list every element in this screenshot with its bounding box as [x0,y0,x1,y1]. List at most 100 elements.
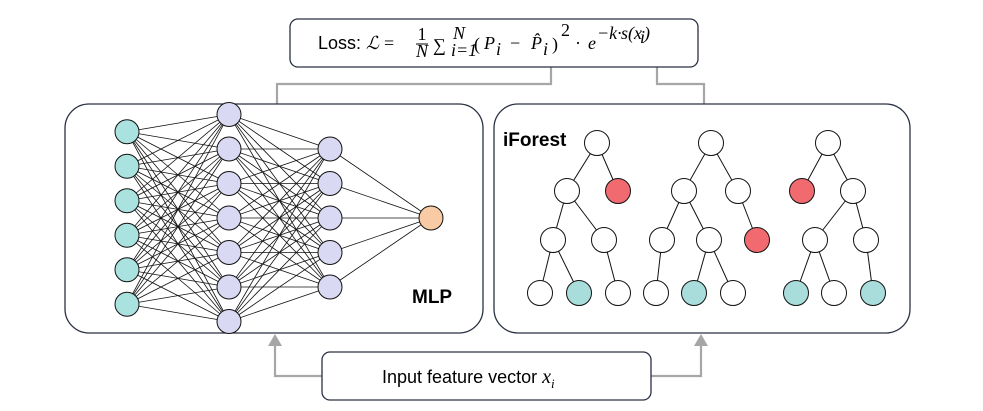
mlp-connection [126,114,230,305]
summation-lower: i=1 [451,40,477,60]
mlp-to-loss-arrow [275,66,553,104]
fraction-numerator: 1 [418,24,427,44]
exponent-score-subscript: i [640,27,645,47]
input-to-mlp-arrowhead [268,334,282,346]
input-text: Input feature vector xi [382,366,555,391]
mlp-panel: MLP [64,102,484,334]
iforest-node [671,178,697,204]
mlp-hidden2-neuron [317,171,343,196]
iforest-node [815,130,841,156]
mlp-connection [126,114,230,270]
mlp-connection [228,114,331,150]
right-paren: ) [552,34,558,55]
iforest-node [720,280,746,306]
loss-formula: Loss:ℒ= [318,33,394,53]
mlp-connection [126,114,230,202]
mlp-label: MLP [412,287,452,308]
mlp-connection [126,114,230,133]
input-to-iforest-arrowhead [694,334,708,346]
input-text-label: Input feature vector [382,367,542,387]
loss-formula-box: Loss:ℒ= 1 N ∑ N i=1 ( P i − P̂ i ) 2 · e… [289,18,699,68]
iforest-node [802,227,828,253]
input-var-subscript: i [551,376,555,391]
iforest-node [591,227,617,253]
mlp-connection [228,217,331,322]
iforest-normal-leaf [860,280,886,306]
iforest-normal-leaf [783,280,809,306]
iforest-anomaly-node [605,178,631,204]
iforest-node [584,130,610,156]
mlp-connection [329,148,432,219]
mlp-input-neuron [114,222,140,248]
mlp-hidden2-neuron [317,274,343,300]
mlp-connection [228,148,331,184]
mlp-hidden1-neuron [216,309,242,334]
iforest-node [821,280,847,306]
iforest-panel: iForest [493,103,911,334]
iforest-label: iForest [503,130,567,151]
dot-operator: · [575,33,581,53]
mlp-input-neuron [114,153,140,179]
p-hat-symbol: P̂ [530,33,542,53]
mlp-connection [329,217,432,253]
mlp-edges [126,114,432,322]
mlp-connection [329,183,432,219]
mlp-hidden1-neuron [216,136,242,162]
mlp-connection [228,148,331,288]
mlp-connection [228,286,331,322]
mlp-connection [126,114,230,236]
exponent-prefix: −k· [597,23,622,43]
iforest-to-loss-arrow [655,66,706,104]
exponent-score: s(x [621,23,642,44]
p-subscript: i [496,39,501,59]
iforest-node [649,227,675,253]
mlp-hidden1-neuron [216,102,242,127]
iforest-node [540,227,566,253]
mlp-connection [329,217,432,288]
p-hat-subscript: i [543,39,548,59]
mlp-hidden2-neuron [317,205,343,231]
mlp-hidden1-neuron [216,274,242,300]
fraction-denominator: N [415,41,429,61]
square-exponent: 2 [561,20,570,40]
mlp-hidden2-neuron [317,136,343,162]
input-to-iforest-arrow [651,345,703,378]
summation-upper: N [452,23,466,43]
mlp-input-neuron [114,188,140,214]
iforest-node [840,178,866,204]
forest-nodes [527,130,886,306]
mlp-connection [126,303,230,322]
mlp-hidden1-neuron [216,205,242,231]
iforest-node [725,178,751,204]
input-var: x [541,366,551,388]
left-paren: ( [474,34,480,55]
exponent-close-paren: ) [643,23,650,44]
mlp-input-neuron [114,291,140,317]
mlp-nodes [114,102,444,334]
mlp-connection [126,148,230,305]
mlp-connection [228,148,331,322]
iforest-anomaly-node [789,178,815,204]
mlp-hidden1-neuron [216,171,242,196]
mlp-connection [228,148,331,219]
mlp-hidden1-neuron [216,240,242,265]
mlp-connection [126,114,230,167]
mlp-connection [126,217,230,305]
summation-symbol: ∑ [433,35,446,55]
loss-prefix: Loss: [318,33,361,53]
iforest-node [698,130,724,156]
iforest-node [696,227,722,253]
iforest-node [643,280,669,306]
iforest-anomaly-node [744,227,770,253]
iforest-node [605,280,631,306]
iforest-node [554,178,580,204]
e-symbol: e [588,33,596,53]
mlp-connection [228,183,331,322]
input-box: Input feature vector xi [321,351,652,401]
p-symbol: P [483,33,495,53]
mlp-connection [228,148,331,253]
iforest-normal-leaf [566,280,592,306]
mlp-connection [126,183,230,305]
minus-sign: − [510,33,520,53]
